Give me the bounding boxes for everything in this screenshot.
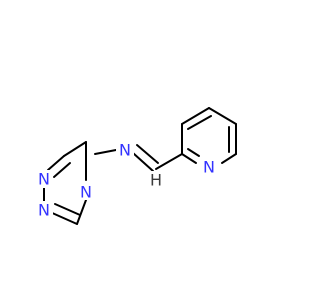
- atom-n-pyridine-label: N: [203, 158, 215, 177]
- bond-c3-c4-double: [187, 115, 212, 130]
- atom-n-imine-label: N: [119, 141, 131, 160]
- bond-c5-n1: [47, 155, 65, 171]
- atom-n1-label: N: [38, 170, 50, 189]
- bond-n-imine-c-methine-double: [136, 144, 159, 164]
- n2-label-bg: [35, 201, 53, 219]
- bond-c5-n1-double: [53, 162, 71, 178]
- bond-layer: [43, 107, 237, 225]
- molecule-structure-diagram: N N N N H N: [0, 0, 300, 300]
- background: [0, 0, 300, 300]
- h-methine-label-bg: [147, 171, 165, 189]
- n-imine-label-bg: [116, 141, 134, 159]
- bond-c3-n4: [76, 199, 87, 225]
- bond-n4-c5: [63, 141, 87, 157]
- bond-n2-c3: [49, 211, 78, 225]
- n4-label-bg: [78, 182, 96, 200]
- bond-c4-c5: [208, 107, 237, 125]
- atom-n2-label: N: [38, 201, 50, 220]
- bond-c3-c4: [181, 107, 210, 125]
- atom-h-methine-label: H: [150, 171, 162, 190]
- bond-n2-c3-double: [54, 203, 81, 216]
- bond-n-imine-c-methine: [132, 152, 154, 172]
- n-pyridine-label-bg: [200, 158, 218, 176]
- bond-c6-n: [221, 153, 237, 164]
- atom-n4-label: N: [80, 183, 92, 202]
- n1-label-bg: [35, 170, 53, 188]
- bond-n-c2-double: [187, 148, 200, 157]
- bond-n4-n-imine: [94, 149, 117, 155]
- bond-c-methine-c2: [155, 153, 183, 170]
- bond-n-c2: [181, 153, 197, 164]
- label-layer: N N N N H N: [35, 141, 218, 220]
